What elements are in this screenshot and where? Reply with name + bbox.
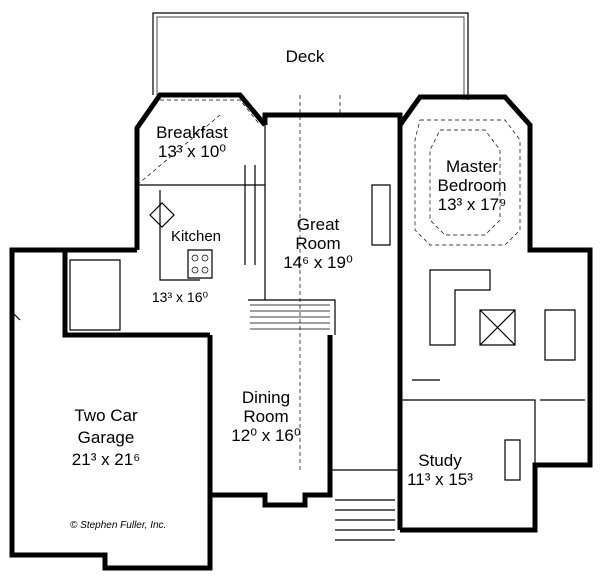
great-room-label-1: Great — [297, 215, 340, 234]
exterior-walls — [9, 92, 593, 571]
deck — [152, 12, 469, 100]
kitchen-label: Kitchen — [171, 228, 221, 245]
deck-label: Deck — [286, 47, 325, 66]
copyright: © Stephen Fuller, Inc. — [70, 520, 166, 531]
master-bedroom-size: 13³ x 17⁹ — [438, 195, 507, 214]
garage-label-1: Two Car — [74, 406, 138, 425]
garage-label-2: Garage — [78, 428, 135, 447]
master-bedroom-label-2: Bedroom — [438, 176, 507, 195]
great-room-size: 14⁶ x 19⁰ — [283, 253, 353, 272]
interior-walls — [9, 95, 585, 541]
master-bedroom-label-1: Master — [446, 157, 498, 176]
dining-room-label-2: Room — [243, 407, 288, 426]
breakfast-size: 13³ x 10⁰ — [158, 142, 226, 161]
study-label: Study — [418, 451, 462, 470]
study-size: 11³ x 15³ — [407, 470, 473, 489]
great-room-label-2: Room — [295, 234, 340, 253]
dining-room-label-1: Dining — [242, 388, 290, 407]
breakfast-label: Breakfast — [156, 123, 228, 142]
dining-room-size: 12⁰ x 16⁰ — [231, 426, 301, 445]
garage-size: 21³ x 21⁶ — [72, 450, 140, 469]
kitchen-size: 13³ x 16⁰ — [152, 289, 209, 305]
